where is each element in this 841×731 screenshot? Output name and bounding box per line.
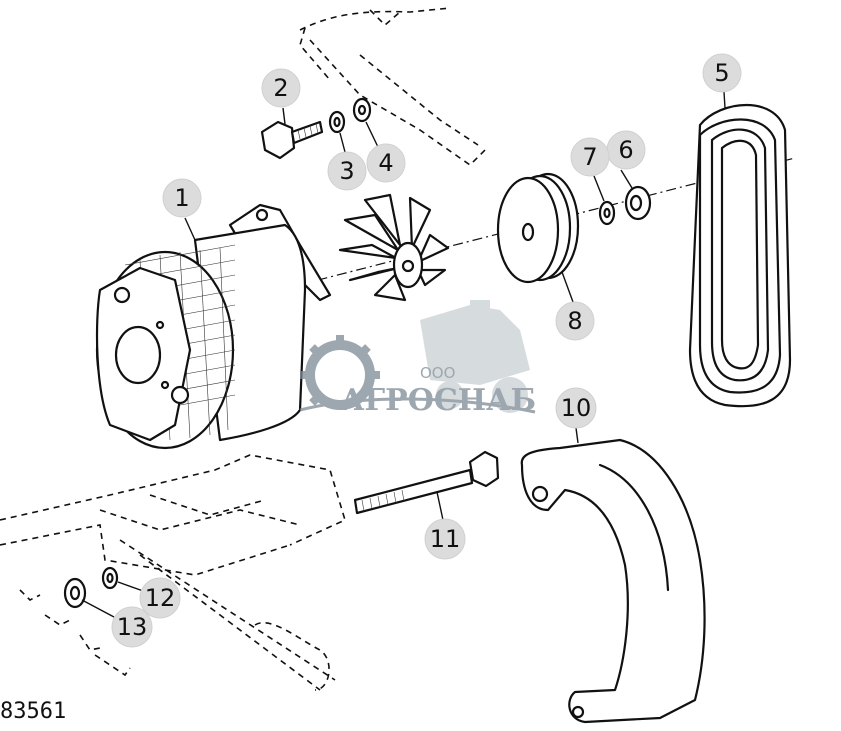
- nut-13: [63, 577, 87, 609]
- callout-label: 7: [582, 143, 597, 171]
- callout-label: 10: [561, 394, 592, 422]
- callout-label: 13: [117, 613, 148, 641]
- callout-label: 8: [567, 307, 582, 335]
- cap-screw-2: [260, 120, 324, 160]
- callout-8: 8: [555, 301, 595, 341]
- lock-washer-12: [101, 566, 119, 590]
- callout-5: 5: [702, 53, 742, 93]
- cap-screw-11: [353, 450, 500, 515]
- watermark-prefix: ООО: [420, 364, 455, 382]
- gear-icon: [300, 335, 380, 410]
- callout-label: 12: [145, 584, 176, 612]
- washer-4: [352, 97, 372, 123]
- v-belt: [688, 103, 792, 408]
- lock-washer-3: [328, 110, 346, 134]
- callout-1: 1: [162, 178, 202, 218]
- callout-label: 4: [378, 149, 393, 177]
- callout-label: 3: [339, 157, 354, 185]
- alternator: [95, 203, 332, 450]
- callout-13: 13: [111, 606, 153, 648]
- callout-4: 4: [366, 143, 406, 183]
- watermark-logo: ООО АГРОСНАБ: [299, 300, 536, 418]
- figure-id: 83561: [0, 699, 66, 724]
- callout-6: 6: [606, 130, 646, 170]
- leader-lines: [81, 91, 726, 618]
- engine-outline-bottom: [0, 454, 346, 691]
- callout-10: 10: [555, 387, 597, 429]
- nut-6: [624, 185, 652, 221]
- callout-7: 7: [570, 137, 610, 177]
- callout-2: 2: [261, 68, 301, 108]
- callout-label: 1: [174, 184, 189, 212]
- callout-11: 11: [424, 518, 466, 560]
- callout-label: 5: [714, 59, 729, 87]
- callout-label: 6: [618, 136, 633, 164]
- adjusting-bracket: [520, 438, 706, 724]
- lock-washer-7: [598, 200, 616, 226]
- alternator-pulley: [496, 172, 580, 284]
- callout-label: 11: [430, 525, 461, 553]
- callout-label: 2: [273, 74, 288, 102]
- callout-12: 12: [139, 577, 181, 619]
- engine-outline-top: [299, 7, 486, 167]
- combine-harvester-icon: [420, 300, 530, 413]
- cooling-fan: [338, 193, 450, 302]
- callout-3: 3: [327, 151, 367, 191]
